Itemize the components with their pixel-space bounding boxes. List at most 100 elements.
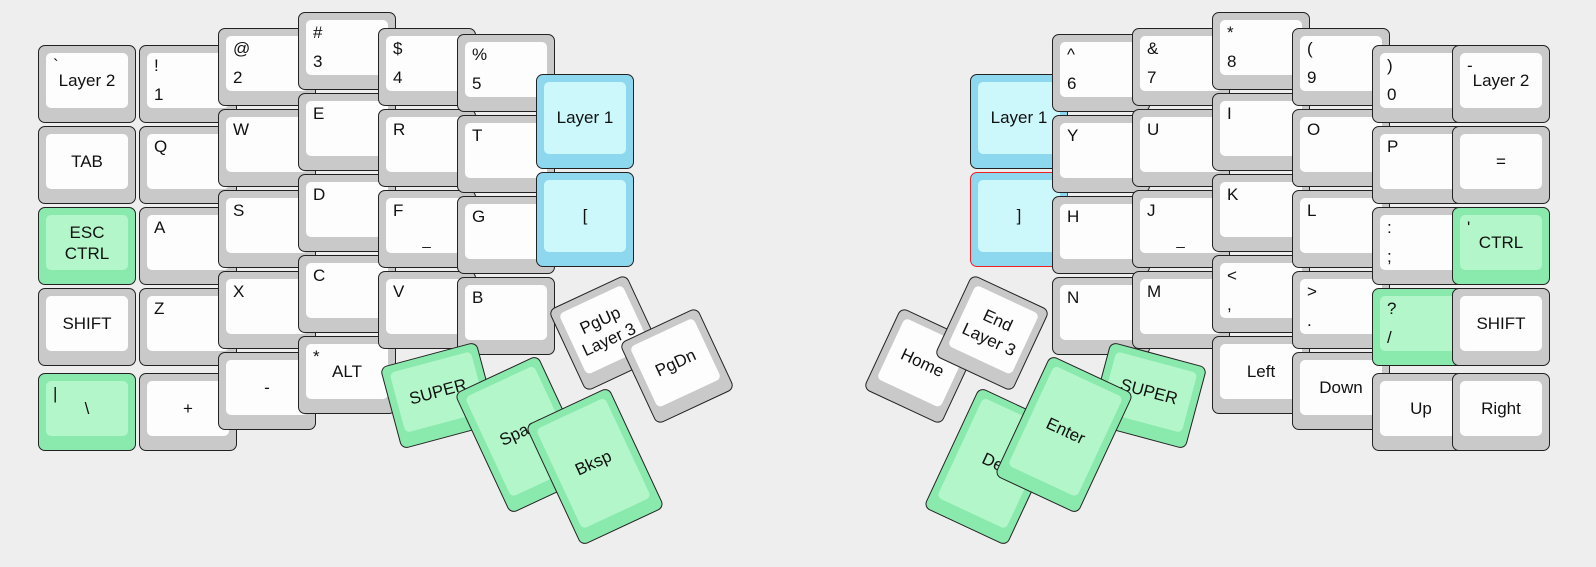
key-surface: Q — [147, 134, 229, 189]
key-legend: ' — [1467, 218, 1471, 237]
key-c[interactable]: C — [298, 255, 396, 333]
key-grave-layer2[interactable]: `Layer 2 — [38, 45, 136, 123]
key-surface: F_ — [386, 198, 468, 253]
key-esc-ctrl[interactable]: ESC CTRL — [38, 207, 136, 285]
key-surface: N — [1060, 285, 1142, 340]
key-surface: SHIFT — [46, 296, 128, 351]
key-legend: SHIFT — [1476, 313, 1526, 333]
key-legend: B — [472, 288, 484, 307]
key-minus-layer2[interactable]: -Layer 2 — [1452, 45, 1550, 123]
key-legend: $ — [393, 39, 403, 58]
key-legend: N — [1067, 288, 1080, 307]
key-surface: [ — [544, 180, 626, 252]
key-layer1-left[interactable]: Layer 1 — [536, 74, 634, 169]
key-legend: , — [1227, 295, 1232, 315]
key-legend: R — [393, 120, 406, 139]
key-legend: End Layer 3 — [959, 305, 1019, 360]
key-legend: S — [233, 201, 245, 220]
key-legend: ) — [1387, 56, 1393, 75]
key-legend: TAB — [71, 151, 103, 171]
key-equal[interactable]: = — [1452, 126, 1550, 204]
key-legend: U — [1147, 120, 1160, 139]
key-surface: (9 — [1300, 36, 1382, 91]
key-legend: E — [313, 104, 325, 123]
key-surface: M — [1140, 279, 1222, 334]
key-surface: ?/ — [1380, 296, 1462, 351]
key-quote-ctrl[interactable]: ' CTRL — [1452, 207, 1550, 285]
key-surface: #3 — [306, 20, 388, 75]
key-legend: ? — [1387, 299, 1397, 318]
key-surface: &7 — [1140, 36, 1222, 91]
key-legend: F — [393, 201, 404, 220]
key-legend: 6 — [1067, 74, 1077, 94]
key-surface: Down — [1300, 360, 1382, 415]
key-surface: B — [465, 285, 547, 340]
key-surface: $4 — [386, 36, 468, 91]
key-surface: )0 — [1380, 53, 1462, 108]
key-legend: : — [1387, 218, 1392, 237]
key-legend: G — [472, 207, 486, 226]
key-pipe-backslash[interactable]: |\ — [38, 373, 136, 451]
key-legend: * — [313, 347, 320, 366]
key-surface: TAB — [46, 134, 128, 189]
key-legend: J — [1147, 201, 1156, 220]
key-surface: SHIFT — [1460, 296, 1542, 351]
key-alt[interactable]: * ALT — [298, 336, 396, 414]
key-legend: 8 — [1227, 52, 1237, 72]
key-legend: _ — [1176, 232, 1186, 250]
key-bracket-right[interactable]: ] — [970, 172, 1068, 267]
key-legend: I — [1227, 104, 1232, 123]
key-shift[interactable]: SHIFT — [38, 288, 136, 366]
key-surface: O — [1300, 117, 1382, 172]
key-right[interactable]: Right — [1452, 373, 1550, 451]
key-legend: ] — [1016, 206, 1022, 226]
key-surface: C — [306, 263, 388, 318]
key-legend: 1 — [154, 85, 164, 105]
key-legend: SHIFT — [62, 313, 112, 333]
key-shift-right[interactable]: SHIFT — [1452, 288, 1550, 366]
key-legend: V — [393, 282, 405, 301]
key-surface: @2 — [226, 36, 308, 91]
key-legend: Right — [1481, 398, 1521, 418]
key-surface: ' CTRL — [1460, 215, 1542, 270]
key-legend: Z — [154, 299, 165, 318]
key-surface: T — [465, 123, 547, 178]
key-b[interactable]: B — [457, 277, 555, 355]
key-surface: V — [386, 279, 468, 334]
key-bracket-left[interactable]: [ — [536, 172, 634, 267]
key-surface: S — [226, 198, 308, 253]
key-legend: ESC CTRL — [64, 222, 110, 263]
key-legend: ; — [1387, 247, 1392, 267]
key-layer1-right[interactable]: Layer 1 — [970, 74, 1068, 169]
key-legend: 2 — [233, 68, 243, 88]
key-surface: Enter — [1007, 365, 1124, 498]
key-surface: Layer 1 — [978, 82, 1060, 154]
key-3[interactable]: #3 — [298, 12, 396, 90]
key-legend: ` — [53, 56, 59, 75]
key-r[interactable]: R — [378, 109, 476, 187]
key-legend: 3 — [313, 52, 323, 72]
key-j[interactable]: J_ — [1132, 190, 1230, 268]
key-surface: ] — [978, 180, 1060, 252]
key-legend: ALT — [332, 361, 362, 381]
key-8[interactable]: *8 — [1212, 12, 1310, 90]
key-legend: Layer 1 — [990, 108, 1048, 128]
key-surface: E — [306, 101, 388, 156]
key-surface: - — [226, 360, 308, 415]
key-surface: G — [465, 204, 547, 259]
key-legend: Layer 1 — [556, 108, 614, 128]
key-surface: K — [1220, 182, 1302, 237]
key-legend: ^ — [1067, 45, 1075, 64]
key-legend: K — [1227, 185, 1239, 204]
key-legend: CTRL — [1478, 232, 1524, 252]
key-legend: _ — [422, 232, 432, 250]
key-legend: 9 — [1307, 68, 1317, 88]
key-tab[interactable]: TAB — [38, 126, 136, 204]
key-surface: L — [1300, 198, 1382, 253]
key-legend: Enter — [1043, 413, 1089, 449]
key-u[interactable]: U — [1132, 109, 1230, 187]
key-legend: 0 — [1387, 85, 1397, 105]
key-legend: ! — [154, 56, 159, 75]
key-surface: |\ — [46, 381, 128, 436]
